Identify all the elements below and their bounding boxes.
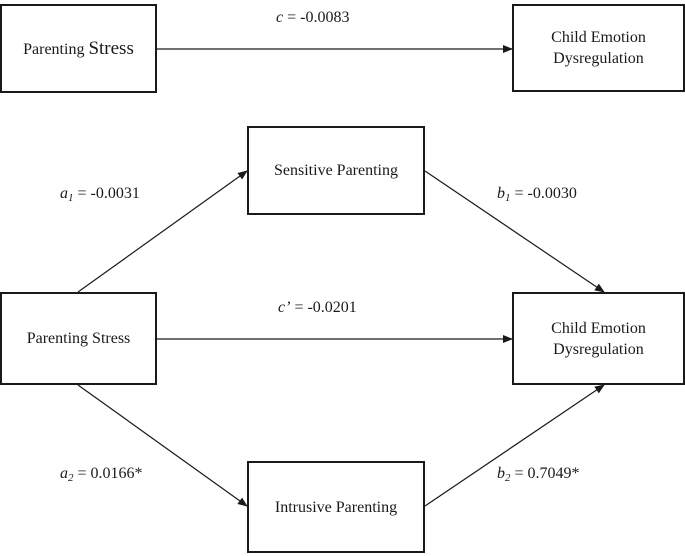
outcome-label-bottom-line2: Dysregulation (553, 340, 644, 358)
outcome-box-bottom: Child Emotion Dysregulation (512, 292, 685, 385)
path-c-label: c = -0.0083 (276, 9, 350, 26)
path-b1-label: b1 = -0.0030 (497, 185, 577, 204)
mediator-label-sensitive: Sensitive Parenting (274, 162, 398, 179)
mediator-box-sensitive: Sensitive Parenting (247, 126, 425, 215)
path-b2-label: b2 = 0.7049* (497, 465, 580, 484)
predictor-label-top: Parenting Stress (23, 37, 134, 59)
arrow-b1 (424, 170, 605, 293)
outcome-label-top-line2: Dysregulation (553, 50, 644, 67)
outcome-label-top-line1: Child Emotion (551, 29, 646, 46)
path-a2-label: a2 = 0.0166* (60, 465, 143, 484)
arrow-b2 (424, 384, 605, 507)
arrow-a1 (77, 170, 248, 293)
predictor-box-top: Parenting Stress (0, 4, 157, 93)
predictor-box-bottom: Parenting Stress (0, 292, 157, 385)
mediator-box-intrusive: Intrusive Parenting (247, 461, 425, 553)
outcome-box-top: Child Emotion Dysregulation (512, 4, 685, 92)
predictor-label-bottom: Parenting Stress (26, 330, 131, 347)
path-a1-label: a1 = -0.0031 (60, 185, 140, 204)
path-c-prime-label: c’ = -0.0201 (278, 299, 357, 316)
arrow-a2 (77, 384, 248, 507)
mediator-label-intrusive: Intrusive Parenting (274, 498, 398, 516)
outcome-label-bottom-line1: Child Emotion (551, 319, 646, 337)
